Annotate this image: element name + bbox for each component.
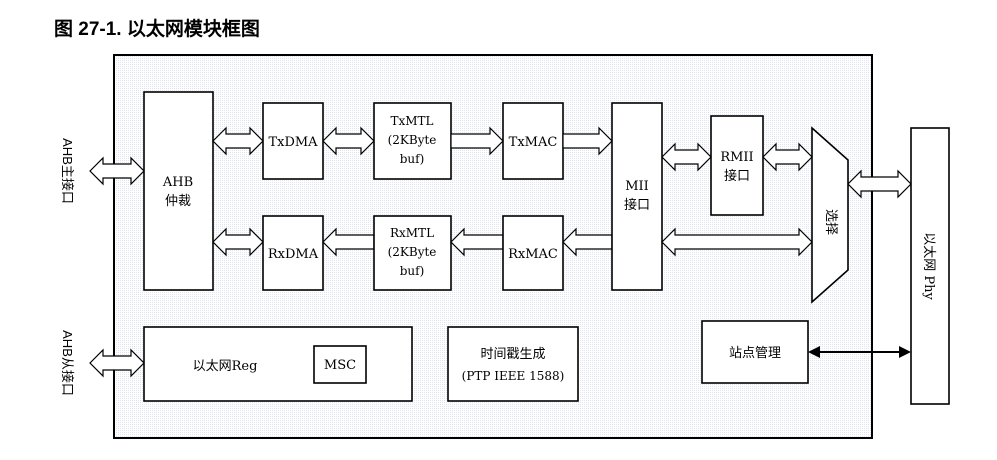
txmtl-block [373, 102, 452, 180]
mux-label: 选择 [823, 209, 838, 235]
rxdma-label: RxDMA [268, 247, 319, 262]
rxmac-label: RxMAC [508, 247, 558, 262]
mii-label-1: MII [625, 179, 649, 194]
station-phy-arrowhead-right [899, 346, 911, 358]
ahb-arbiter-block [143, 91, 214, 291]
rmii-label-1: RMII [720, 150, 753, 165]
station-management-block [701, 320, 809, 384]
figure-title: 图 27-1. 以太网模块框图 [54, 19, 260, 40]
rxdma-block [262, 215, 324, 291]
txmtl-label-2: (2KByte [388, 133, 437, 147]
rxmtl-block [373, 215, 452, 291]
txmac-block [502, 102, 564, 180]
rmii-label-2: 接口 [724, 168, 750, 184]
ethernet-phy-block [910, 127, 950, 405]
txmtl-label-1: TxMTL [390, 114, 433, 128]
station-management-label: 站点管理 [729, 346, 781, 361]
txmac-label: TxMAC [509, 135, 558, 150]
rxmtl-label-3: buf) [400, 264, 425, 278]
mux-phy-arrow [847, 169, 912, 199]
txdma-label: TxDMA [268, 135, 318, 150]
msc-label: MSC [324, 358, 356, 373]
rxmtl-label-2: (2KByte [388, 245, 437, 259]
ahb-master-label: AHB主接口 [60, 138, 75, 204]
mii-interface-block [611, 102, 663, 291]
ptp-label-2: (PTP IEEE 1588) [462, 369, 565, 383]
ptp-timestamp-block [447, 326, 579, 402]
rxmac-block [502, 215, 564, 291]
ethernet-reg-label: 以太网Reg [193, 359, 258, 374]
txmtl-label-3: buf) [400, 152, 425, 166]
rxmtl-label-1: RxMTL [390, 226, 434, 240]
ethernet-reg-block [143, 326, 413, 402]
msc-block [313, 345, 367, 384]
mux-selector-block [811, 126, 849, 304]
ahb-slave-label: AHB从接口 [60, 330, 75, 396]
rmii-interface-block [710, 115, 764, 216]
ptp-label-1: 时间戳生成 [480, 347, 545, 362]
ahb-arbiter-label-2: 仲裁 [165, 193, 191, 209]
txmac-mii-arrow [562, 126, 613, 156]
station-phy-arrowhead-left [808, 346, 820, 358]
phy-label: 以太网 Phy [921, 232, 936, 300]
ahb-arbiter-label-1: AHB [162, 175, 193, 190]
txmtl-txmac-arrow [450, 126, 504, 156]
mii-label-2: 接口 [624, 197, 650, 213]
